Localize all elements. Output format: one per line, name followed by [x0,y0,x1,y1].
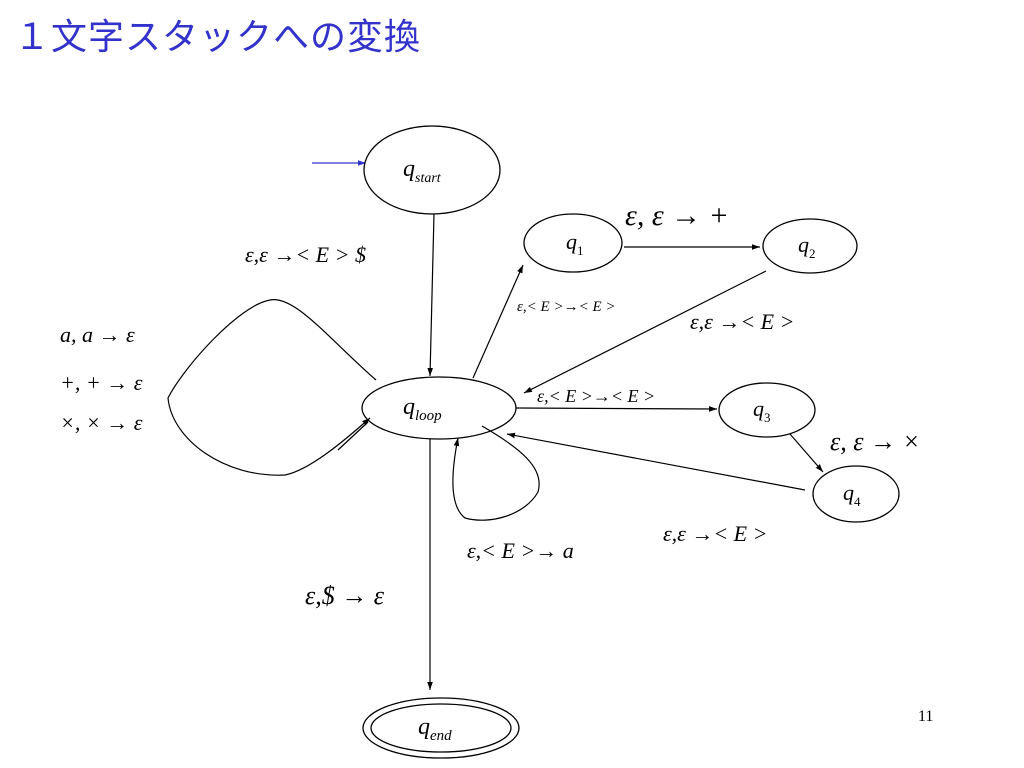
state-start: qstart [363,125,501,215]
state-q3: q3 [718,382,816,438]
edge-start-to-loop [427,213,435,377]
state-end-accepting: qend [362,697,520,759]
label-self-loop-times-to-eps: ×, × → ε [60,410,143,435]
state-q2: q2 [762,218,858,274]
state-loop: qloop [361,376,517,440]
label-start-to-loop: ε,ε →< E > $ [245,242,366,267]
edge-loop-to-q3 [515,406,718,412]
label-self-loop-plus-to-eps: +, + → ε [60,370,143,395]
svg-text:qend: qend [418,714,452,744]
label-self-loop-a-to-eps: a, a → ε [60,322,135,347]
state-q4: q4 [812,465,900,523]
svg-text:qloop: qloop [403,394,442,424]
svg-text:q3: q3 [753,396,771,425]
edge-self-loop-left-tail [337,421,369,451]
svg-text:qstart: qstart [403,156,442,186]
edge-self-loop-bottom [452,425,540,521]
edge-q4-to-loop [506,432,806,491]
edge-loop-to-q1 [472,264,524,379]
label-q3-to-q4: ε, ε → × [830,427,920,456]
edge-self-loop-left [167,299,377,476]
label-q4-to-loop: ε,ε →< E > [663,521,767,546]
label-loop-to-q1: ε,< E >→< E > [517,299,615,315]
svg-text:q4: q4 [843,480,861,509]
slide-title: １文字スタックへの変換 [14,16,422,57]
label-loop-to-end: ε,$ → ε [305,581,385,610]
label-q2-to-loop: ε,ε →< E > [690,309,794,334]
state-q1: q1 [523,213,623,273]
svg-text:q2: q2 [798,232,816,261]
label-self-loop-a: ε,< E >→ a [467,538,574,563]
svg-text:q1: q1 [566,229,584,258]
edge-q3-to-q4 [789,433,824,473]
slide-number: 11 [918,708,934,725]
label-q1-to-q2: ε, ε → + [625,199,729,232]
edge-q2-to-loop [523,270,767,394]
label-loop-to-q3: ε,< E >→< E > [537,386,655,406]
